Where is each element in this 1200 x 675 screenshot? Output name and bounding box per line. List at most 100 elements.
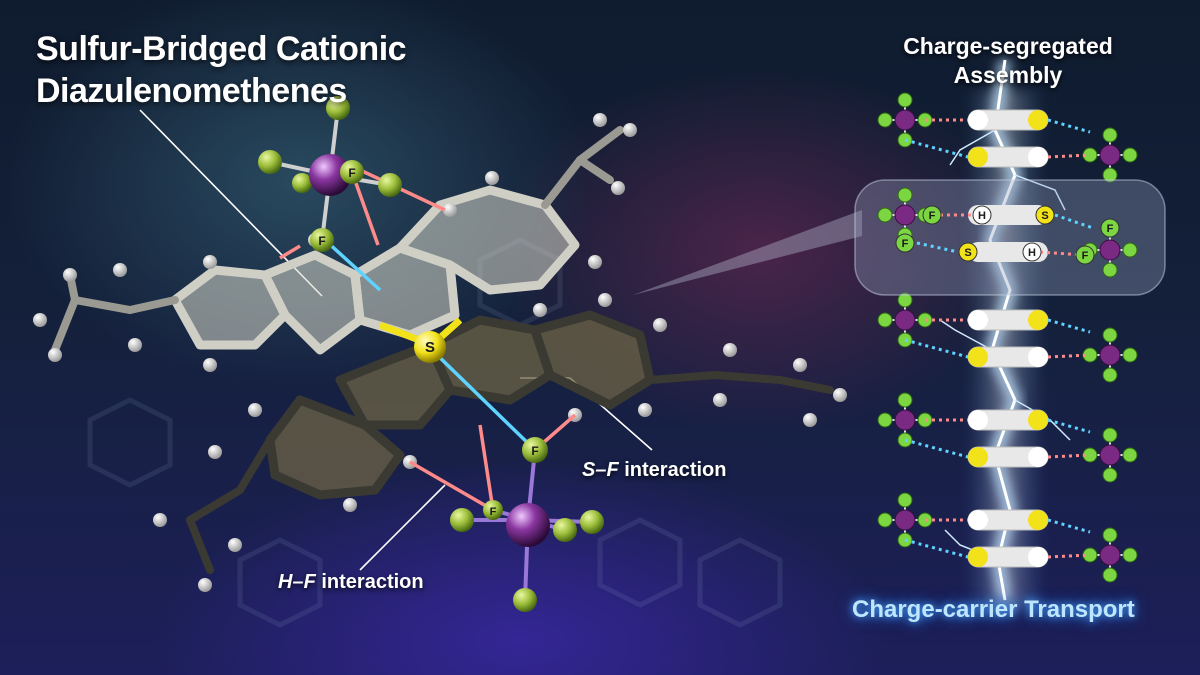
zoom-anion-right-phosphorus (1099, 239, 1121, 261)
assembly-unit-2-contact-3 (904, 338, 969, 359)
sf-dash: – (595, 459, 607, 481)
sulfur-atom-label: S (425, 339, 435, 356)
title-line-1: Sulfur-Bridged Cationic (36, 30, 407, 68)
sf-interaction-label: S–F interaction (582, 459, 727, 482)
assembly-unit-2-anion-right-fluorine (1102, 327, 1118, 343)
assembly-unit-2-anion-left-fluorine (897, 292, 913, 308)
zoom-sulfur-atom (1035, 205, 1055, 225)
assembly-unit-4-cation-top-hydrogen-end (968, 510, 988, 530)
assembly-unit-3-anion-right-fluorine (1102, 427, 1118, 443)
assembly-unit-4-anion-left-phosphorus (894, 509, 916, 531)
assembly-title-line-1: Charge-segregated (903, 33, 1113, 59)
assembly-unit-4-anion-left-fluorine (897, 492, 913, 508)
assembly-unit-3-anion-right-fluorine (1102, 467, 1118, 483)
figure-title: Sulfur-Bridged Cationic Diazulenomethene… (36, 28, 407, 112)
zoom-sulfur-atom (958, 242, 978, 262)
title-line-2: Diazulenomethenes (36, 72, 347, 110)
sf-contacts (323, 238, 537, 452)
assembly-unit-4-anion-right-phosphorus (1099, 544, 1121, 566)
assembly-unit-2-anion-right-fluorine (1102, 367, 1118, 383)
assembly-unit-1-cation-top-sulfur-end (1028, 110, 1048, 130)
assembly-unit-4-cation-top-sulfur-end (1028, 510, 1048, 530)
assembly-unit-3-cation-bottom-sulfur-end (968, 447, 988, 467)
assembly-unit-4-contact-2 (1047, 518, 1091, 534)
assembly-unit-2-cation-bottom-hydrogen-end (1028, 347, 1048, 367)
zoom-fluorine-atom (895, 233, 915, 253)
assembly-unit-2-cation-bottom-sulfur-end (968, 347, 988, 367)
assembly-unit-1-anion-right-fluorine (1122, 147, 1138, 163)
pf6-anion-upper (258, 96, 402, 252)
assembly-unit-4-anion-right-fluorine (1102, 567, 1118, 583)
assembly-title-line-2: Assembly (953, 62, 1063, 88)
assembly-unit-2-anion-left-phosphorus (894, 309, 916, 331)
hf-suffix: interaction (321, 571, 424, 593)
pf6-anion-lower (450, 437, 604, 612)
zoom-hydrogen-atom (1022, 242, 1042, 262)
zoom-fluorine-label: F (929, 210, 936, 222)
assembly-unit-3-anion-right-fluorine (1122, 447, 1138, 463)
assembly-unit-1-anion-right-fluorine (1102, 127, 1118, 143)
hf-element: H (278, 571, 293, 593)
assembly-unit-2-cation-top-sulfur-end (1028, 310, 1048, 330)
zoom-anion-right-fluorine (1102, 262, 1118, 278)
assembly-unit-2-contact-4 (1047, 353, 1091, 359)
zoom-anion-left-phosphorus (894, 204, 916, 226)
assembly-unit-1-cation-top-hydrogen-end (968, 110, 988, 130)
assembly-unit-3-contact-3 (904, 438, 969, 459)
zoom-fluorine-label: F (902, 238, 909, 250)
assembly-unit-1-contact-3 (904, 138, 969, 159)
assembly-unit-4-cation-bottom-hydrogen-end (1028, 547, 1048, 567)
sf-partner: F (606, 459, 619, 481)
assembly-unit-3-cation-bottom-hydrogen-end (1028, 447, 1048, 467)
zoom-sulfur-label: S (964, 247, 971, 259)
assembly-unit-3-contact-4 (1047, 453, 1091, 459)
hf-interaction-label: H–F interaction (278, 571, 424, 594)
assembly-unit-4-cation-bottom-sulfur-end (968, 547, 988, 567)
fluorine-label-2: F (318, 234, 325, 248)
assembly-title: Charge-segregated Assembly (878, 32, 1138, 90)
sf-suffix: interaction (624, 459, 727, 481)
assembly-unit-1-anion-right-fluorine (1102, 167, 1118, 183)
assembly-unit-3-anion-left-fluorine (877, 412, 893, 428)
assembly-unit-3-anion-left-phosphorus (894, 409, 916, 431)
sulfur-bridge (378, 317, 463, 363)
zoom-fluorine-atom (1100, 218, 1120, 238)
assembly-unit-1-anion-left-fluorine (897, 92, 913, 108)
lower-diazulenomethene (153, 293, 847, 592)
zoom-anion-left-fluorine (877, 207, 893, 223)
assembly-unit-3-contact-2 (1047, 418, 1091, 434)
assembly-unit-2-contact-2 (1047, 318, 1091, 334)
zoom-anion-left-fluorine (897, 187, 913, 203)
assembly-unit-2-anion-left-fluorine (877, 312, 893, 328)
fluorine-label-4: F (490, 506, 497, 518)
hf-dash: – (292, 571, 304, 593)
zoom-callout (633, 210, 862, 295)
fluorine-label-1: F (348, 166, 355, 180)
zoom-fluorine-atom (922, 205, 942, 225)
zoom-anion-right-fluorine (1122, 242, 1138, 258)
assembly-unit-1-cation-bottom-sulfur-end (968, 147, 988, 167)
assembly-unit-3-cation-top-hydrogen-end (968, 410, 988, 430)
zoom-fluorine-atom (1075, 245, 1095, 265)
charge-carrier-transport-label: Charge-carrier Transport (852, 596, 1135, 623)
assembly-unit-1-anion-left-fluorine (877, 112, 893, 128)
assembly-unit-3-cation-top-sulfur-end (1028, 410, 1048, 430)
assembly-unit-1-cation-bottom-hydrogen-end (1028, 147, 1048, 167)
zoom-hydrogen-label: H (978, 210, 986, 222)
assembly-unit-4-anion-right-fluorine (1102, 527, 1118, 543)
assembly-unit-4-contact-4 (1047, 553, 1091, 559)
hf-partner: F (303, 571, 316, 593)
assembly-unit-3-anion-right-phosphorus (1099, 444, 1121, 466)
assembly-unit-1-anion-left-phosphorus (894, 109, 916, 131)
zoom-fluorine-label: F (1082, 250, 1089, 262)
zoom-hydrogen-atom (972, 205, 992, 225)
sf-element: S (582, 459, 596, 481)
assembly-unit-3-anion-left-fluorine (897, 392, 913, 408)
assembly-unit-2-anion-right-phosphorus (1099, 344, 1121, 366)
zoom-sulfur-label: S (1041, 210, 1048, 222)
assembly-unit-1-anion-right-phosphorus (1099, 144, 1121, 166)
upper-diazulenomethene (33, 113, 637, 372)
